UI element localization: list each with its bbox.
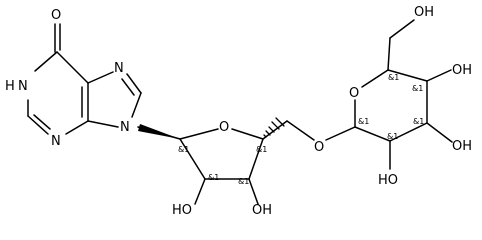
stereo-label-c1-furanose: &1 (178, 145, 189, 154)
atom-o-glycosidic: O (314, 140, 324, 155)
bond-n3-c4 (65, 120, 89, 135)
stereo-label-c4-furanose: &1 (256, 145, 267, 154)
bond-c6-n1 (34, 51, 58, 72)
bond-c5prime-o (286, 120, 315, 141)
bond-n7-c8 (126, 73, 142, 94)
bond-c5-c6 (56, 51, 89, 84)
bond-c2prime-c1prime (179, 138, 206, 180)
bond-c3pyr-c2pyr (389, 122, 428, 142)
bond-c5pyr-ch2 (387, 37, 391, 71)
stereo-labels: &1 &1 &1 &1 &1 &1 &1 &1 &1 (178, 73, 424, 186)
wedge-c1prime-n9 (138, 124, 180, 139)
stereo-label-c2-pyranose: &1 (387, 132, 398, 141)
bond-c5pyr-c4pyr (387, 69, 428, 82)
bond-c1prime-o4prime (179, 128, 219, 140)
bond-c3pyr-oh (426, 122, 453, 143)
bond-c2-n3-double (33, 114, 51, 130)
bond-ch2-oh (389, 19, 415, 39)
bond-c2prime-o (194, 178, 206, 205)
atom-oh-pyranose-3: OH (452, 139, 472, 154)
bond-n7-c8-double (121, 78, 135, 96)
atom-ho-furanose-2: HO (172, 203, 192, 218)
atom-o-pyranose-ring: O (349, 86, 359, 101)
bond-c3prime-o (248, 178, 259, 205)
stereo-label-c1-pyranose: &1 (358, 117, 369, 126)
stereo-label-c5-pyranose: &1 (388, 73, 399, 82)
atom-n7: N (114, 61, 124, 76)
atom-o-carbonyl: O (51, 8, 61, 23)
atom-h-n1: H (5, 79, 15, 94)
bond-c4prime-c3prime (248, 138, 264, 180)
bonds (27, 19, 453, 205)
stereo-label-c3-pyranose: &1 (413, 117, 424, 126)
atom-labels: O H N N N N O HO OH O O OH OH OH HO (5, 5, 472, 218)
stereo-bonds (138, 117, 285, 139)
atom-ho-pyranose-2: HO (378, 173, 398, 188)
atom-oh-pyranose-4: OH (452, 63, 472, 78)
structure-diagram: O H N N N N O HO OH O O OH OH OH HO &1 &… (5, 5, 472, 218)
atom-o-furanose-ring: O (219, 120, 229, 135)
bond-o5pyr-c5pyr (361, 69, 389, 88)
stereo-label-c2-furanose: &1 (208, 173, 219, 182)
bond-n9-c4 (87, 120, 119, 128)
bond-o4prime-c4prime (231, 128, 264, 140)
stereo-label-c3-furanose: &1 (238, 177, 249, 186)
bond-c4pyr-oh (426, 69, 452, 82)
hash-c4prime-c5prime (263, 117, 285, 138)
bond-c4prime-c5prime (262, 120, 288, 140)
bond-c2pyr-c1pyr (354, 126, 391, 142)
bond-c2-n3 (27, 115, 49, 135)
atom-n1: N (18, 79, 28, 94)
atom-n9: N (120, 120, 130, 135)
atom-oh-pyranose-ch2: OH (414, 5, 434, 20)
bond-c8-n9 (131, 92, 142, 118)
bond-o-c1pyr (325, 126, 356, 141)
atom-n3: N (51, 134, 61, 149)
atom-oh-furanose-3: OH (252, 203, 272, 218)
stereo-label-c4-pyranose: &1 (412, 84, 423, 93)
bond-c5-n7 (87, 71, 114, 84)
